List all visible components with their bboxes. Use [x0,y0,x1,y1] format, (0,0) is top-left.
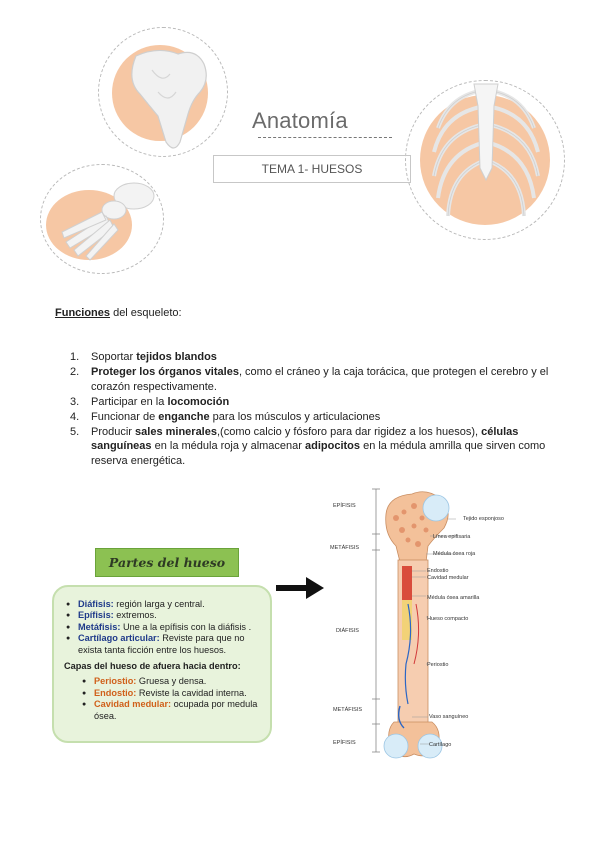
bone-part-label: Vaso sanguíneo [429,714,469,720]
function-text: Participar en la [91,395,168,408]
function-text: para los músculos y articulaciones [209,410,381,423]
topic-subtitle-box: TEMA 1- HUESOS [213,155,411,183]
bone-region-label: METÁFISIS [330,545,360,551]
bone-layers-title: Capas del hueso de afuera hacia dentro: [64,661,241,672]
function-item: 5. Producir sales minerales,(como calcio … [70,425,550,469]
dashed-ring-ribcage [405,80,565,240]
function-item: 4. Funcionar de enganche para los músculo… [70,410,550,425]
bone-part-label: Médula ósea amarilla [427,595,480,601]
card-list-item: Epífisis: extremos. [64,610,268,622]
functions-list: 1. Soportar tejidos blandos 2. Proteger los… [70,350,550,469]
foot-bone-icon [61,182,155,261]
function-number: 5. [70,425,80,438]
card-term: Diáfisis: [78,599,114,609]
right-arrow-icon [276,577,324,599]
bone-region-label: DIÁFISIS [336,628,359,634]
page-title: Anatomía [252,108,348,133]
card-term-description: extremos. [113,610,157,621]
bone-part-label: Médula ósea roja [433,551,476,557]
function-text: Soportar [91,351,137,363]
function-bold-text: sales minerales [135,425,217,438]
card-list-item: Metáfisis: Une a la epífisis con la diáf… [64,621,268,634]
card-term-description: Reviste para que no exista tanta ficción… [78,633,245,655]
function-text: Producir [91,425,136,438]
bone-part-label: Cartílago [429,742,452,748]
card-term-description: Reviste la cavidad interna. [136,687,247,698]
dashed-ring-foot [40,164,164,274]
card-list-item: Endostio: Reviste la cavidad interna. [80,687,268,700]
bone-part-label: Periostio [427,662,449,668]
function-item: 3. Participar en la locomoción [70,395,550,410]
title-dashed-rule [258,137,392,138]
bone-parts-list: Diáfisis: región larga y central.Epífisi… [64,599,268,656]
card-term: Cavidad medular: [94,699,172,710]
bone-part-label: Endostio [427,568,449,574]
function-number: 2. [70,366,80,378]
function-text: ,(como calcio y fósforo para dar rigidez… [216,425,482,438]
long-bone-diagram [372,488,456,759]
functions-heading-rest: del esqueleto: [110,307,182,319]
card-term: Metáfisis: [78,621,121,632]
card-list-item: Cartílago articular: Reviste para que no… [64,633,268,656]
card-list-item: Periostio: Gruesa y densa. [80,676,268,688]
function-text: en la médula amrilla que sirven como res… [91,440,546,467]
bone-part-label: Tejido esponjoso [463,516,504,522]
functions-heading-underlined: Funciones [55,307,111,319]
function-text: en la médula roja y almacenar [151,440,305,452]
function-bold-text: adipocitos [305,440,361,452]
card-list-item: Diáfisis: región larga y central. [64,599,268,611]
card-term-description: región larga y central. [113,599,205,609]
function-bold-text: locomoción [167,395,230,408]
card-term-description: Une a la epífisis con la diáfisis . [120,621,252,632]
function-number: 4. [70,410,80,423]
function-bold-text: Proteger los órganos vitales [91,366,239,378]
function-item: 1. Soportar tejidos blandos [70,350,550,365]
function-number: 3. [70,395,80,408]
card-term-description: Gruesa y densa. [136,676,207,687]
dashed-ring-pelvis [98,27,228,157]
function-bold-text: células sanguíneas [91,425,519,453]
functions-heading: Funciones del esqueleto: [55,307,182,319]
card-list-item: Cavidad medular: ocupada por medula ósea… [80,699,268,722]
function-bold-text: enganche [158,410,210,423]
bone-part-label: Hueso compacto [427,616,469,622]
card-term: Cartílago articular: [78,633,160,644]
card-term: Periostio: [94,676,137,687]
bone-region-label: METÁFISIS [333,707,363,713]
bone-region-label: EPÍFISIS [333,503,356,509]
function-text: Funcionar de [91,410,159,423]
card-term: Epífisis: [78,610,114,621]
function-bold-text: tejidos blandos [136,351,217,363]
bone-part-label: Línea epifisaria [433,534,471,540]
bone-part-label: Cavidad medular [427,575,469,581]
bone-region-label: EPÍFISIS [333,740,356,746]
function-item: 2. Proteger los órganos vitales, como el … [70,365,550,394]
function-number: 1. [70,351,80,363]
bone-parts-card-body: Diáfisis: región larga y central.Epífisi… [64,599,268,722]
card-term-description: ocupada por medula ósea. [94,699,258,721]
pelvis-bone-icon [131,49,207,149]
function-text: , como el cráneo y la caja torácica, que… [91,366,549,393]
ribcage-icon [432,83,540,217]
bone-parts-card-header: Partes del hueso [95,548,239,577]
card-term: Endostio: [94,687,137,698]
bone-layers-list: Periostio: Gruesa y densa.Endostio: Revi… [64,676,268,722]
